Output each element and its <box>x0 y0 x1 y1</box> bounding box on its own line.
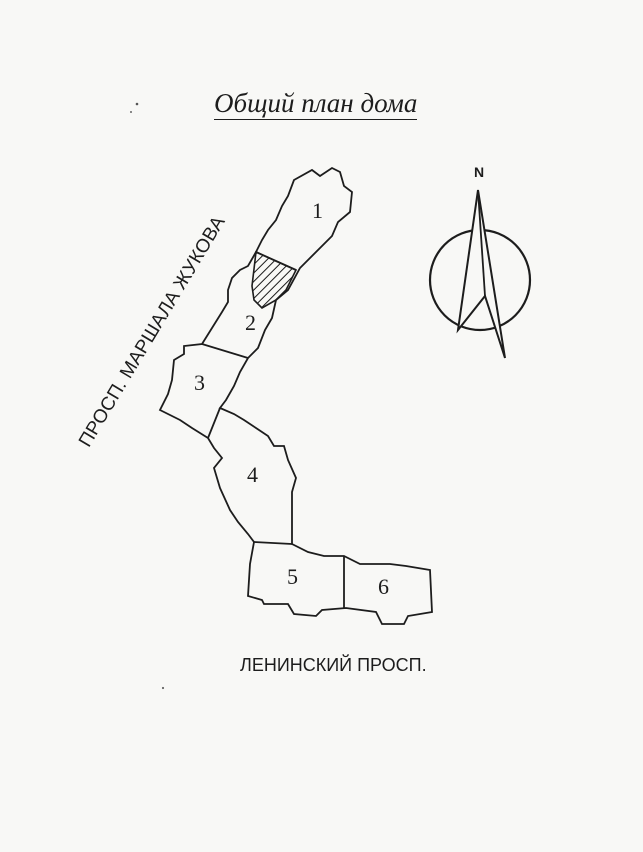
building-label-4: 4 <box>247 462 258 487</box>
divider-2-3 <box>201 343 249 359</box>
street-label-leninsky: ЛЕНИНСКИЙ ПРОСП. <box>240 655 427 675</box>
complex-outline <box>158 166 433 625</box>
building-label-2: 2 <box>245 310 256 335</box>
compass-icon: N <box>428 164 532 359</box>
divider-4-5 <box>253 541 293 545</box>
highlighted-section <box>251 250 298 309</box>
compass-north-label: N <box>474 164 484 180</box>
building-label-1: 1 <box>312 198 323 223</box>
page-title: Общий план дома <box>214 88 418 120</box>
divider-3-4 <box>207 407 221 439</box>
building-label-3: 3 <box>194 370 205 395</box>
building-label-5: 5 <box>287 564 298 589</box>
building-label-6: 6 <box>378 574 389 599</box>
